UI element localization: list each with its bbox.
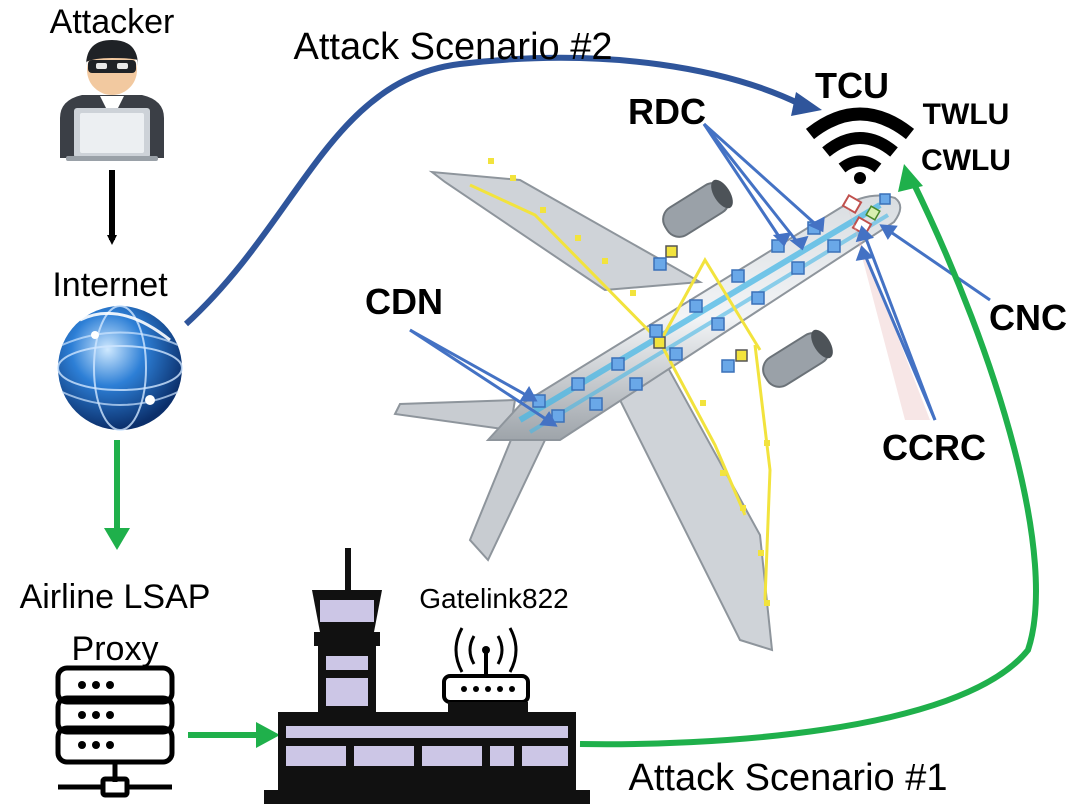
scenario1-arrow [579,178,1039,748]
cdn-pointer-arrows [409,328,558,427]
attacker-label: Attacker [50,3,175,41]
cwlu-label: CWLU [921,144,1011,177]
cnc-pointer-arrow [879,224,991,302]
lsap-label-line2: Proxy [72,630,159,668]
tcu-label: TCU [815,65,889,106]
wifi-icon [805,107,915,173]
globe-icon [57,305,183,431]
gatelink-label: Gatelink822 [419,583,568,614]
twlu-label: TWLU [923,98,1010,131]
rdc-pointer-arrows [702,122,825,251]
lsap-label-line1: Airline LSAP [20,578,211,616]
airplane-icon [393,158,930,652]
control-tower-icon [264,548,590,804]
router-icon [442,627,530,716]
ccrc-pointer-arrows [855,225,937,421]
cdn-label: CDN [365,281,443,322]
rdc-label: RDC [628,91,706,132]
attacker-icon [60,40,164,161]
internet-label: Internet [52,266,168,304]
scenario2-label: Attack Scenario #2 [294,26,613,68]
ccrc-label: CCRC [882,427,986,468]
scenario1-label: Attack Scenario #1 [629,757,948,799]
server-rack-icon [55,665,175,798]
scenario2-arrow [183,54,802,327]
cnc-label: CNC [989,297,1067,338]
